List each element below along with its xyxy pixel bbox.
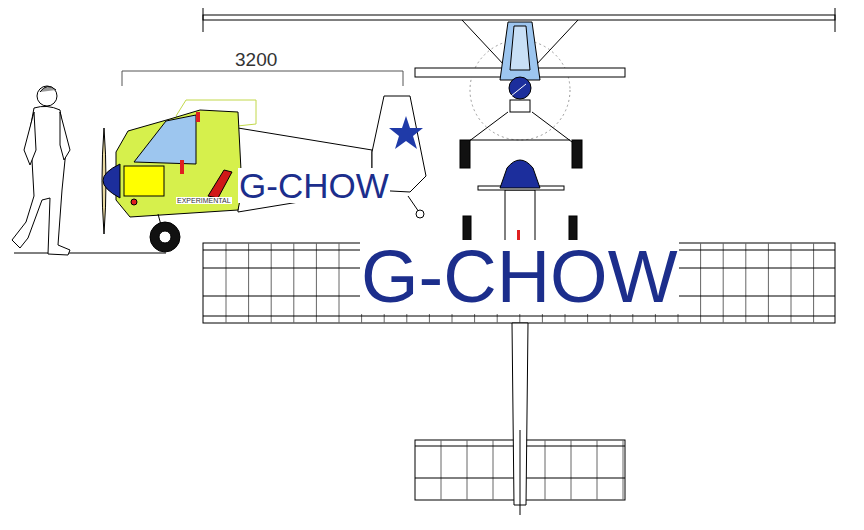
rib-line (293, 243, 294, 323)
rib-line (339, 243, 340, 323)
side-view (102, 96, 426, 252)
rib-line (813, 243, 814, 323)
front-view (203, 8, 835, 168)
rib-line (545, 440, 546, 500)
rib-line (791, 243, 792, 323)
rib-line (248, 243, 249, 323)
rib-line (226, 243, 227, 323)
rib-line (745, 243, 746, 323)
top-view (203, 160, 835, 515)
experimental-marking: EXPERIMENTAL (176, 197, 232, 204)
rib-line (597, 440, 598, 500)
rib-line (571, 440, 572, 500)
tail-ribs (441, 440, 623, 500)
rib-line (441, 440, 442, 500)
dimension-value: 3200 (234, 50, 278, 69)
rib-line (623, 440, 624, 500)
rib-line (467, 440, 468, 500)
rib-line (768, 243, 769, 323)
registration-marking: G-CHOW (238, 168, 390, 203)
rib-line (271, 243, 272, 323)
person-figure (12, 86, 70, 255)
rib-line (700, 243, 701, 323)
rib-line (316, 243, 317, 323)
registration-marking: G-CHOW (360, 240, 679, 314)
rib-line (723, 243, 724, 323)
dimension-line (122, 71, 403, 86)
rib-line (493, 440, 494, 500)
ground-line (14, 253, 166, 254)
